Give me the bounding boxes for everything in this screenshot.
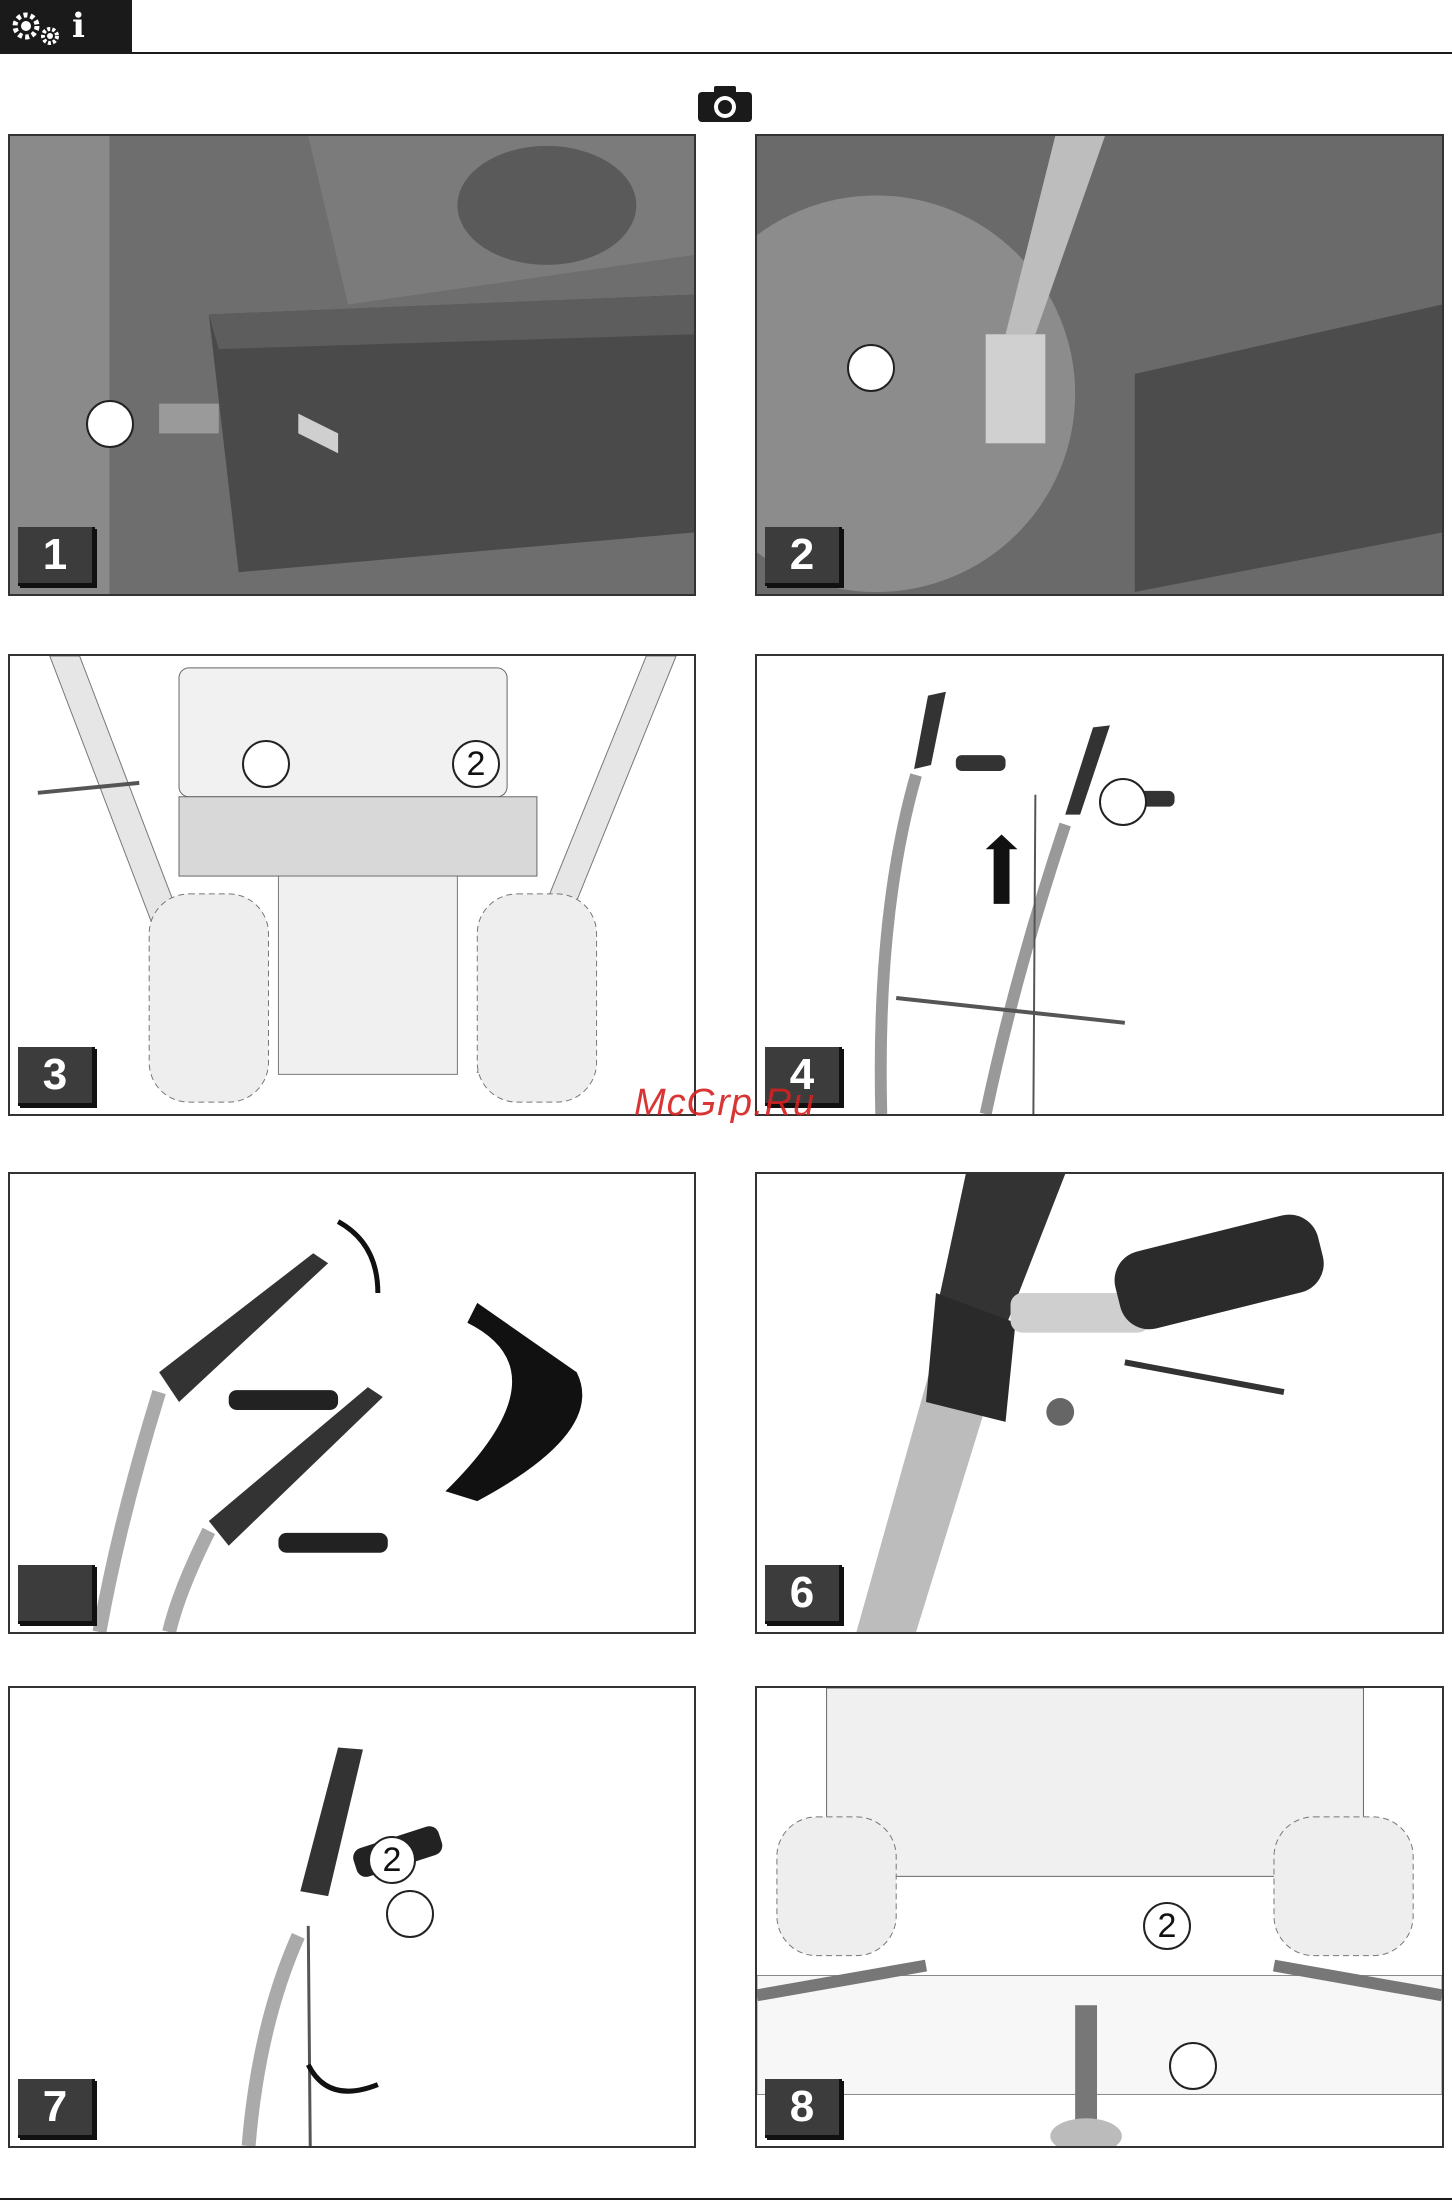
figure-number: 6: [765, 1565, 839, 1621]
callout-marker: [1169, 2042, 1217, 2090]
figure-number: 8: [765, 2079, 839, 2135]
figure-illustration: [757, 1688, 1442, 2146]
callout-marker: [386, 1890, 434, 1938]
camera-icon: [696, 84, 754, 124]
figure-panel-2: 2: [755, 134, 1444, 596]
figure-illustration: [757, 656, 1442, 1114]
watermark: McGrp.Ru: [634, 1082, 815, 1125]
figure-number-badge: 7: [18, 2079, 95, 2138]
figure-illustration: [10, 656, 694, 1114]
callout-marker: [847, 344, 895, 392]
figure-number-badge: [18, 1565, 95, 1624]
callout-marker: [86, 400, 134, 448]
figure-number-badge: 3: [18, 1047, 95, 1106]
callout-marker: [1099, 778, 1147, 826]
callout-marker: 2: [452, 740, 500, 788]
figure-panel-6: 6: [755, 1172, 1444, 1634]
figure-number: 3: [18, 1047, 92, 1103]
figure-panel-4: 4: [755, 654, 1444, 1116]
figure-illustration: [757, 1174, 1442, 1632]
figure-number: 2: [765, 527, 839, 583]
header-tab: i: [0, 0, 132, 54]
figure-panel-1: 1: [8, 134, 696, 596]
figure-panel-3: 2 3: [8, 654, 696, 1116]
figure-number: 7: [18, 2079, 92, 2135]
figure-number-badge: 6: [765, 1565, 842, 1624]
callout-marker: 2: [1143, 1902, 1191, 1950]
gears-icon: [10, 8, 70, 48]
header-rule: [132, 52, 1452, 54]
figure-illustration: [10, 1688, 694, 2146]
figure-number-badge: 1: [18, 527, 95, 586]
callout-marker: [242, 740, 290, 788]
figure-panel-5: [8, 1172, 696, 1634]
figure-panel-7: 2 7: [8, 1686, 696, 2148]
figure-number-badge: 8: [765, 2079, 842, 2138]
figure-illustration: [10, 1174, 694, 1632]
figure-illustration: [10, 136, 694, 594]
figure-number: 1: [18, 527, 92, 583]
footer-rule: [0, 2198, 1452, 2200]
figure-number-badge: 2: [765, 527, 842, 586]
callout-marker: 2: [368, 1836, 416, 1884]
figure-panel-8: 2 8: [755, 1686, 1444, 2148]
info-icon: i: [72, 6, 85, 46]
